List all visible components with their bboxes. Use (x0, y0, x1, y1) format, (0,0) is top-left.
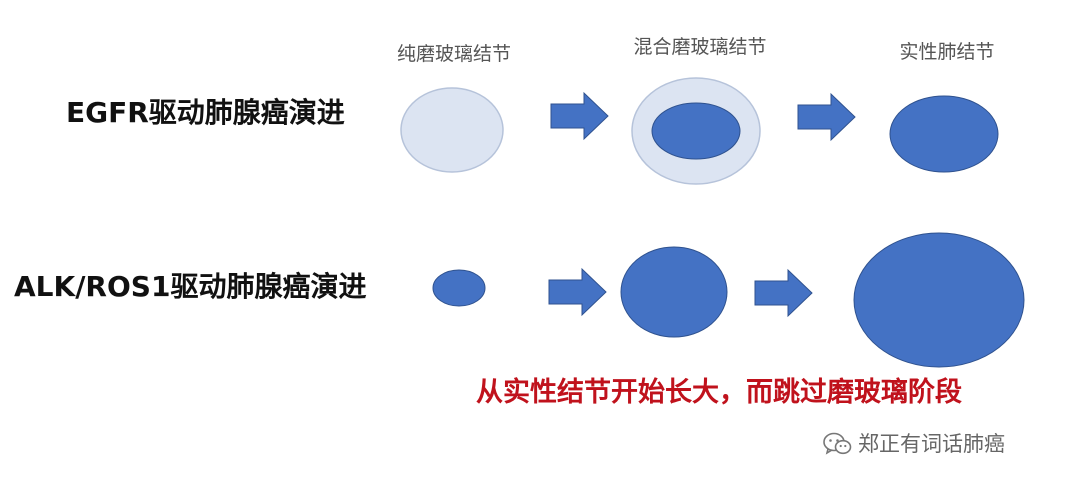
arrow-right-icon (550, 91, 609, 141)
pure-ground-glass-nodule (400, 87, 504, 173)
row-title-egfr: EGFR驱动肺腺癌演进 (66, 96, 345, 129)
watermark: 郑正有词话肺癌 (822, 431, 1005, 457)
medium-solid-nodule (620, 246, 728, 338)
stage-label-pure-ggn: 纯磨玻璃结节 (396, 43, 511, 65)
stage-label-mixed-ggn: 混合磨玻璃结节 (633, 36, 767, 58)
wechat-icon (823, 432, 852, 455)
conclusion-text: 从实性结节开始长大，而跳过磨玻璃阶段 (476, 377, 962, 408)
mixed-nodule-solid-core (651, 102, 741, 160)
arrow-right-icon (797, 92, 856, 142)
watermark-text: 郑正有词话肺癌 (858, 431, 1005, 456)
solid-lung-nodule (889, 95, 999, 173)
arrow-right-icon (548, 267, 607, 317)
mixed-ground-glass-nodule (631, 77, 761, 185)
small-solid-nodule (432, 269, 486, 307)
row-title-alk-ros1: ALK/ROS1驱动肺腺癌演进 (14, 270, 367, 303)
large-solid-nodule (853, 232, 1025, 368)
stage-label-solid-nodule: 实性肺结节 (899, 41, 995, 63)
arrow-right-icon (754, 268, 813, 318)
